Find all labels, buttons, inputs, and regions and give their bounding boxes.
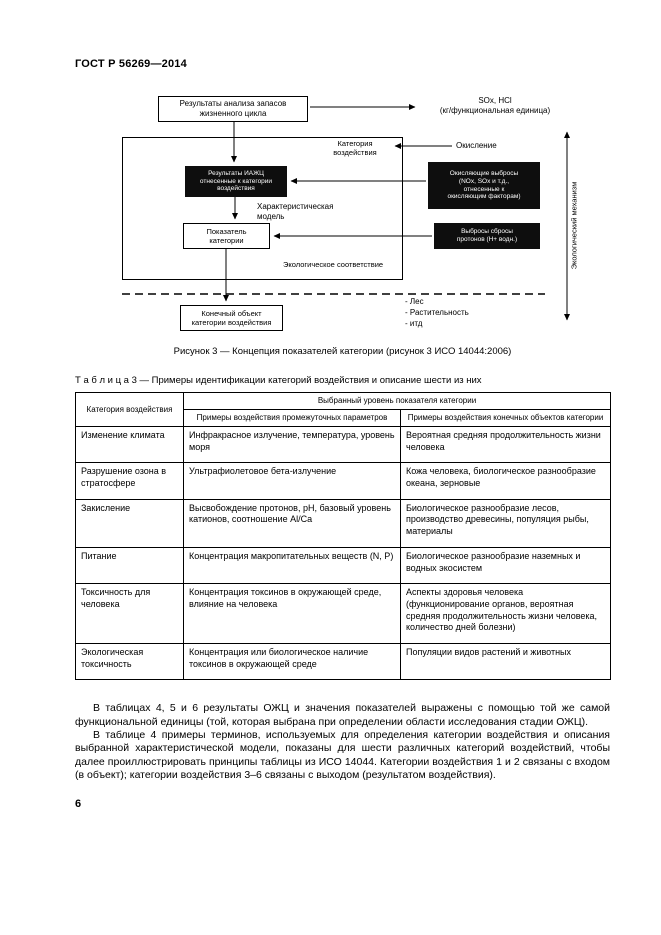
lcia-results-box: Результаты ИАЖЦ отнесенные к категории в… <box>185 166 287 197</box>
cell-endpoint: Биологическое разнообразие наземных и во… <box>399 546 612 585</box>
table-row: Токсичность для человека Концентрация то… <box>75 583 612 644</box>
table-row: Разрушение озона в стратосфере Ультрафио… <box>75 462 612 500</box>
impact-category-label: Категория воздействия <box>333 139 377 157</box>
endpoint-item-vegetation: - Растительность <box>405 308 469 317</box>
cell-midpoint: Концентрация токсинов в окружающей среде… <box>183 583 401 644</box>
paragraph-functional-unit: В таблицах 4, 5 и 6 результаты ОЖЦ и зна… <box>75 702 610 728</box>
table-row: Изменение климата Инфракрасное излучение… <box>75 425 612 464</box>
cell-endpoint: Кожа человека, биологическое разнообрази… <box>399 462 612 500</box>
sox-hcl-label: SOx, HCl (кг/функциональная единица) <box>439 96 551 115</box>
characteristic-model-label: Характеристическая модель <box>257 202 334 221</box>
category-endpoint-box: Конечный объект категории воздействия <box>180 305 283 331</box>
endpoint-item-etc: - итд <box>405 319 423 328</box>
cell-category: Токсичность для человека <box>75 583 184 644</box>
category-indicator-box: Показатель категории <box>183 223 270 249</box>
cell-midpoint: Инфракрасное излучение, температура, уро… <box>183 425 401 464</box>
table-3: Категория воздействия Выбранный уровень … <box>75 392 612 681</box>
document-number: ГОСТ Р 56269—2014 <box>75 58 187 70</box>
cell-category: Питание <box>75 546 184 585</box>
oxidation-label: Окисление <box>456 141 497 150</box>
endpoint-item-forest: - Лес <box>405 297 424 306</box>
impact-category-frame <box>122 137 403 280</box>
table-row: Экологическая токсичность Концентрация и… <box>75 642 612 681</box>
table-3-title: Т а б л и ц а 3 — Примеры идентификации … <box>75 375 482 386</box>
cell-midpoint: Высвобождение протонов, pH, базовый уров… <box>183 498 401 548</box>
ecological-mechanism-label: Экологический механизм <box>569 181 579 270</box>
cell-category: Изменение климата <box>75 425 184 464</box>
cell-endpoint: Популяции видов растений и животных <box>399 642 612 681</box>
body-text: В таблицах 4, 5 и 6 результаты ОЖЦ и зна… <box>75 702 610 782</box>
proton-emissions-box: Выбросы сбросы протонов (H+ водн.) <box>434 223 540 249</box>
oxidizing-emissions-box: Окисляющие выбросы (NOx, SOx и т.д., отн… <box>428 162 540 209</box>
cell-midpoint: Ультрафиолетовое бета-излучение <box>183 462 401 500</box>
header-selected-level: Выбранный уровень показателя категории <box>182 392 612 410</box>
table-header-row-1: Категория воздействия Выбранный уровень … <box>75 392 612 427</box>
page-number: 6 <box>75 798 82 811</box>
table-row: Закисление Высвобождение протонов, pH, б… <box>75 498 612 548</box>
cell-midpoint: Концентрация макропитательных веществ (N… <box>183 546 401 585</box>
cell-midpoint: Концентрация или биологическое наличие т… <box>183 642 401 681</box>
ecological-fit-label: Экологическое соответствие <box>283 260 384 269</box>
figure-3-caption: Рисунок 3 — Концепция показателей катего… <box>173 346 512 357</box>
lci-results-box: Результаты анализа запасов жизненного ци… <box>158 96 308 122</box>
header-midpoint-examples: Примеры воздействия промежуточных параме… <box>183 409 401 427</box>
cell-category: Экологическая токсичность <box>75 642 184 681</box>
cell-endpoint: Биологическое разнообразие лесов, произв… <box>399 498 612 548</box>
table-row: Питание Концентрация макропитательных ве… <box>75 546 612 585</box>
cell-endpoint: Аспекты здоровья человека (функционирова… <box>399 583 612 644</box>
header-impact-category: Категория воздействия <box>75 392 184 427</box>
header-endpoint-examples: Примеры воздействия конечных объектов ка… <box>399 409 612 427</box>
cell-category: Закисление <box>75 498 184 548</box>
figure-3-diagram: Результаты анализа запасов жизненного ци… <box>75 94 610 334</box>
paragraph-table-4-terms: В таблице 4 примеры терминов, используем… <box>75 728 610 781</box>
cell-endpoint: Вероятная средняя продолжительность жизн… <box>399 425 612 464</box>
cell-category: Разрушение озона в стратосфере <box>75 462 184 500</box>
